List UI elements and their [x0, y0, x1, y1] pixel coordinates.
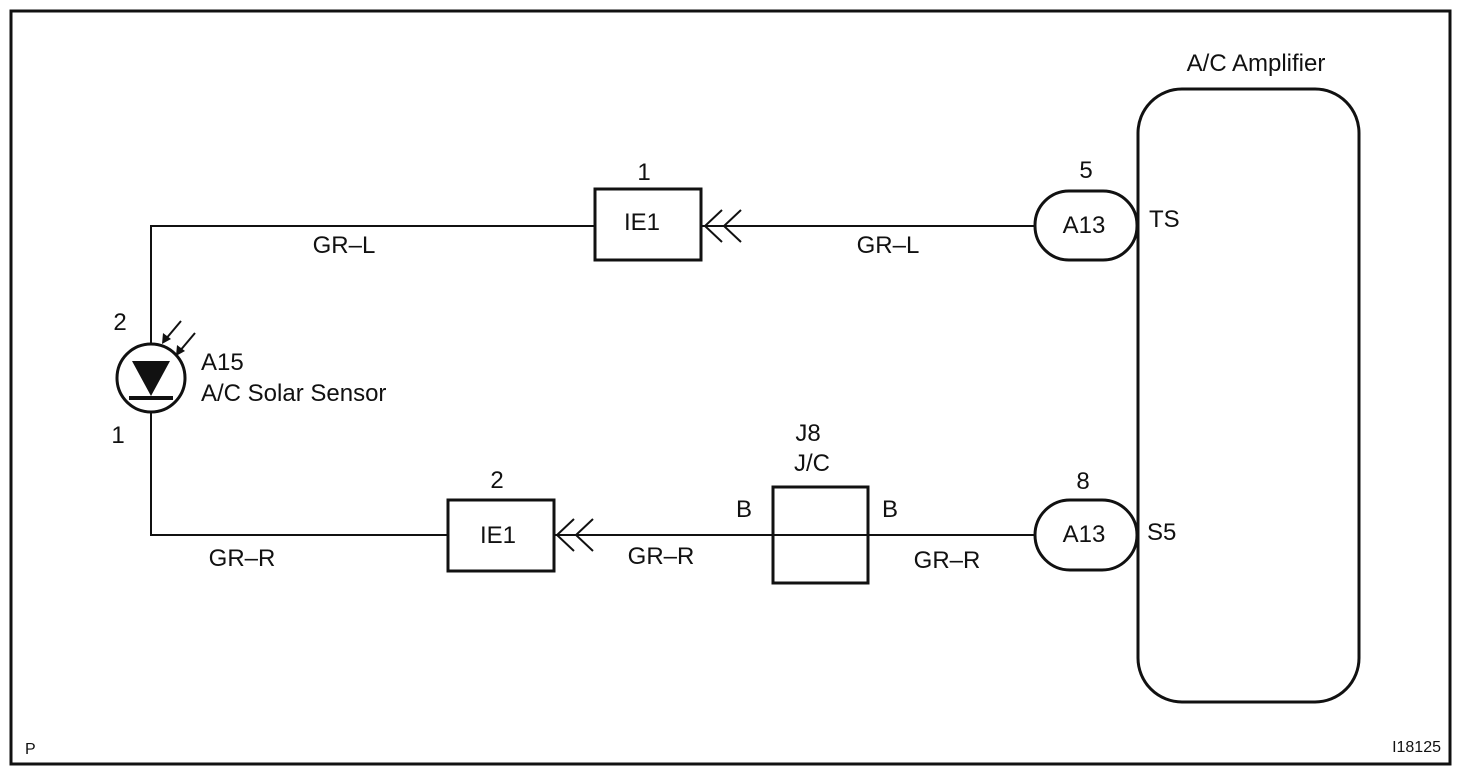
sensor-id: A15: [201, 349, 244, 376]
wire-label-bottom-left: GR–R: [209, 545, 276, 572]
junction-right-pin: B: [882, 496, 898, 523]
wire-label-bottom-middle: GR–R: [628, 543, 695, 570]
connector-ie1-bottom-label: IE1: [480, 522, 516, 549]
connector-ie1-top-label: IE1: [624, 209, 660, 236]
connector-a13-bottom-label: A13: [1063, 521, 1106, 548]
junction-id: J8: [795, 420, 820, 447]
amplifier-title: A/C Amplifier: [1187, 50, 1326, 77]
junction-left-pin: B: [736, 496, 752, 523]
sensor-pin-top: 2: [113, 309, 126, 336]
wire-bottom-left: [150, 413, 448, 536]
diagram-frame: [9, 9, 1452, 766]
sensor-pin-bottom: 1: [111, 422, 124, 449]
wire-label-top-right: GR–L: [857, 232, 920, 259]
corner-mark-left: P: [25, 741, 36, 758]
amplifier-terminal-ts: TS: [1149, 206, 1180, 233]
wire-label-bottom-right: GR–R: [914, 547, 981, 574]
junction-name: J/C: [794, 450, 830, 477]
connector-a13-top-pin: 5: [1079, 157, 1092, 184]
connector-ie1-top: [593, 187, 703, 262]
plug-chevron-top: [703, 209, 742, 243]
amplifier-body: [1136, 87, 1361, 704]
connector-ie1-top-pin: 1: [637, 159, 650, 186]
connector-a13-bottom-pin: 8: [1076, 468, 1089, 495]
junction-box: [771, 485, 870, 585]
sensor-name: A/C Solar Sensor: [201, 380, 386, 407]
connector-ie1-bottom-pin: 2: [490, 467, 503, 494]
wire-top-left: [150, 225, 595, 343]
connector-a13-top-label: A13: [1063, 212, 1106, 239]
solar-sensor-icon: [115, 320, 196, 414]
plug-chevron-bottom: [555, 518, 594, 552]
wire-label-top-left: GR–L: [313, 232, 376, 259]
connector-ie1-bottom: [446, 498, 556, 573]
amplifier-terminal-s5: S5: [1147, 519, 1176, 546]
figure-code: I18125: [1392, 739, 1441, 756]
